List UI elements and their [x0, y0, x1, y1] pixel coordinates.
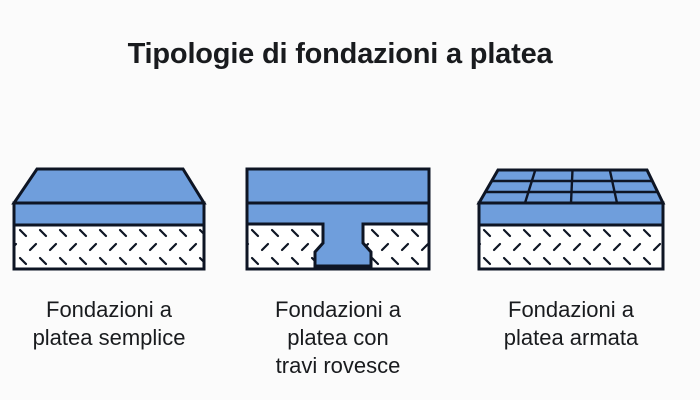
- diagram-platea-armata: [476, 168, 666, 271]
- diagram-caption-armata: Fondazioni a platea armata: [503, 297, 639, 350]
- slab-top-face: [11, 167, 207, 205]
- diagram-platea-semplice: [11, 167, 207, 271]
- diagram-caption-travi-rovesce: Fondazioni a platea con travi rovesce: [275, 297, 401, 378]
- page-title: Tipologie di fondazioni a platea: [127, 38, 553, 70]
- diagram-platea-travi-rovesce: [245, 167, 431, 271]
- slab-front-face: [12, 201, 206, 227]
- slab-top-layer: [245, 167, 431, 205]
- ground-hatch-texture: [14, 225, 204, 269]
- reinforcement-grid: [485, 169, 658, 204]
- diagram-caption-semplice: Fondazioni a platea semplice: [32, 297, 186, 350]
- ground-hatch-texture: [479, 225, 663, 269]
- slab-front-face: [477, 201, 665, 227]
- diagram-outer-border: [245, 167, 431, 271]
